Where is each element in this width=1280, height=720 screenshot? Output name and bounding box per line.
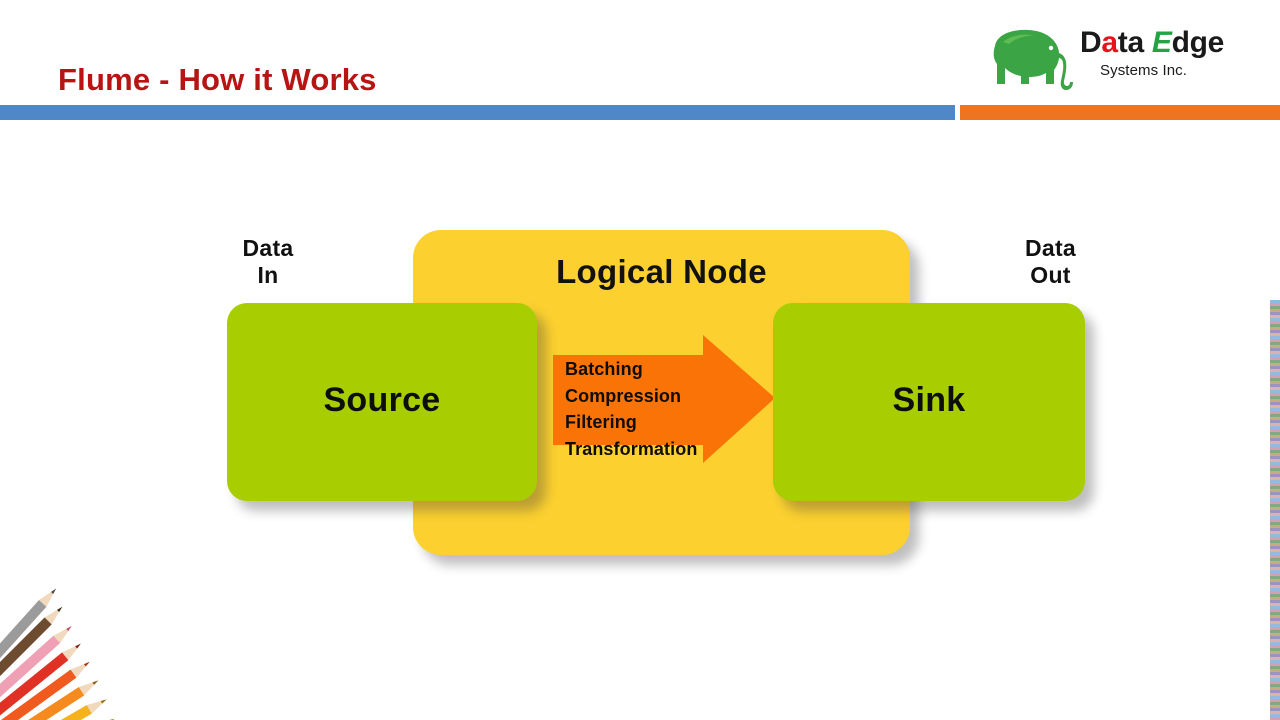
page-title: Flume - How it Works <box>58 62 377 97</box>
logo-company-name: Data Edge <box>1080 26 1225 60</box>
logo-accent-a: a <box>1101 26 1118 59</box>
flow-steps-list: Batching Compression Filtering Transform… <box>565 356 745 462</box>
header-divider-orange <box>960 105 1280 120</box>
colored-pencils-decoration <box>0 410 235 720</box>
logo-tagline: Systems Inc. <box>1100 62 1188 79</box>
header-divider-blue <box>0 105 955 120</box>
sink-box-label: Sink <box>892 381 966 419</box>
flow-step: Transformation <box>565 438 698 459</box>
flow-step: Batching <box>565 359 643 379</box>
transformation-arrow: Batching Compression Filtering Transform… <box>553 335 775 470</box>
flow-step: Compression <box>565 385 682 406</box>
logo-name-part3: dge <box>1171 26 1225 59</box>
data-out-label: Data Out <box>1024 235 1077 288</box>
elephant-icon <box>985 26 1077 92</box>
logo-name-part2: ta <box>1117 26 1152 59</box>
source-box-label: Source <box>323 381 441 419</box>
data-in-label: Data In <box>242 235 294 288</box>
logo-accent-e: E <box>1151 26 1172 59</box>
source-box: Source <box>227 303 537 501</box>
slide-header: Flume - How it Works Data Edge Systems I… <box>0 0 1280 104</box>
flume-architecture-diagram: Data In Data Out Logical Node Source Bat… <box>215 225 1105 560</box>
logo-name-part1: D <box>1080 26 1102 59</box>
right-edge-strip <box>1270 300 1280 720</box>
flow-step: Filtering <box>565 412 637 432</box>
logo-wordmark: Data Edge Systems Inc. <box>1080 26 1225 81</box>
company-logo: Data Edge Systems Inc. <box>985 22 1225 96</box>
sink-box: Sink <box>773 303 1085 501</box>
logical-node-title: Logical Node <box>556 253 767 290</box>
